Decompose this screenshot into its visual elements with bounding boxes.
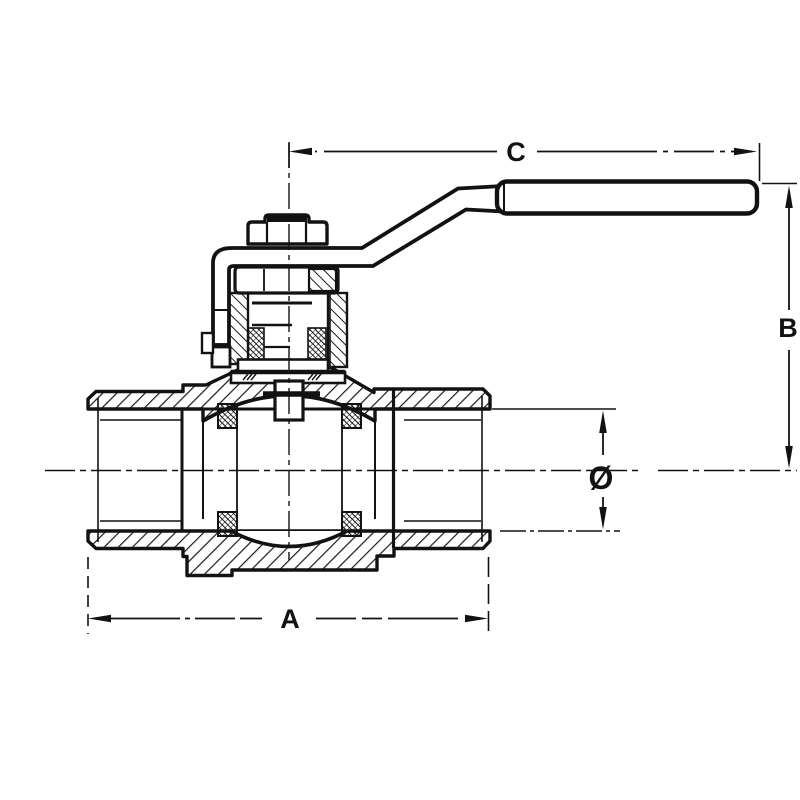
dim-a-label: A: [280, 604, 300, 634]
handle-grip: [494, 179, 760, 216]
handle-stop-tab: [200, 331, 215, 355]
dim-a-arrow-right: [465, 614, 488, 623]
dim-d-label: Ø: [589, 460, 614, 496]
packing-left: [247, 327, 265, 363]
dimension-a: A: [87, 557, 490, 634]
packing-right: [307, 327, 327, 363]
seat-bottom-left: [217, 511, 238, 537]
dim-c-arrow-left: [289, 147, 312, 156]
gland-nut-section: [307, 267, 338, 293]
dim-b-arrow-down: [785, 446, 793, 469]
bonnet-wall-left: [227, 291, 250, 366]
handle: [200, 179, 760, 369]
dim-d-arrow-up: [599, 410, 607, 433]
seat-bottom-right: [341, 511, 362, 537]
dimension-c: C: [288, 137, 761, 181]
dim-a-arrow-left: [88, 614, 111, 623]
flange-weld-marks: [242, 373, 322, 381]
dimension-bore: Ø: [492, 408, 620, 532]
seat-top-left: [217, 403, 238, 429]
stem-nut-cap: [267, 215, 307, 222]
bonnet-wall-right: [326, 291, 349, 369]
handle-stop-block: [210, 345, 232, 369]
dim-c-label: C: [506, 137, 526, 167]
centerlines: [45, 142, 797, 560]
dimension-b: B: [762, 182, 798, 469]
seat-top-right: [341, 403, 362, 429]
dim-b-arrow-up: [785, 185, 793, 208]
dim-b-label: B: [778, 313, 798, 343]
dim-d-arrow-down: [599, 507, 607, 530]
